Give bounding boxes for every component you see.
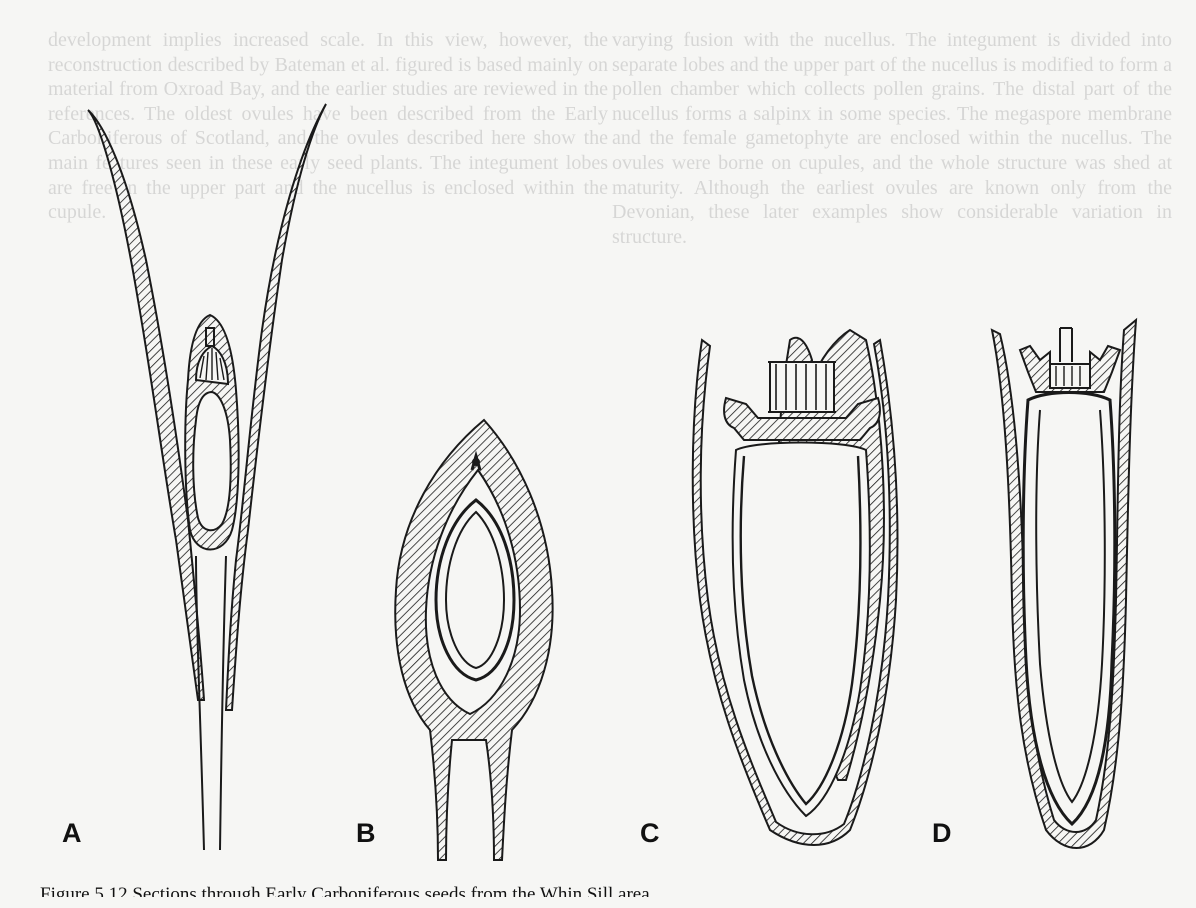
megaspore-cavity-a <box>193 392 231 530</box>
panel-label-b: B <box>356 820 376 847</box>
ovule-section-a <box>88 104 326 850</box>
ovule-section-c <box>693 330 898 845</box>
figure-caption: Figure 5.12 Sections through Early Carbo… <box>40 884 1190 897</box>
megaspore-cavity-b <box>446 512 504 668</box>
integument-lobe-right-a <box>226 104 326 710</box>
ovule-section-d <box>992 320 1136 848</box>
stalk-a <box>196 556 226 850</box>
panel-label-d: D <box>932 820 952 847</box>
ovule-section-b <box>395 420 552 860</box>
panel-label-a: A <box>62 820 82 847</box>
panel-label-c: C <box>640 820 660 847</box>
